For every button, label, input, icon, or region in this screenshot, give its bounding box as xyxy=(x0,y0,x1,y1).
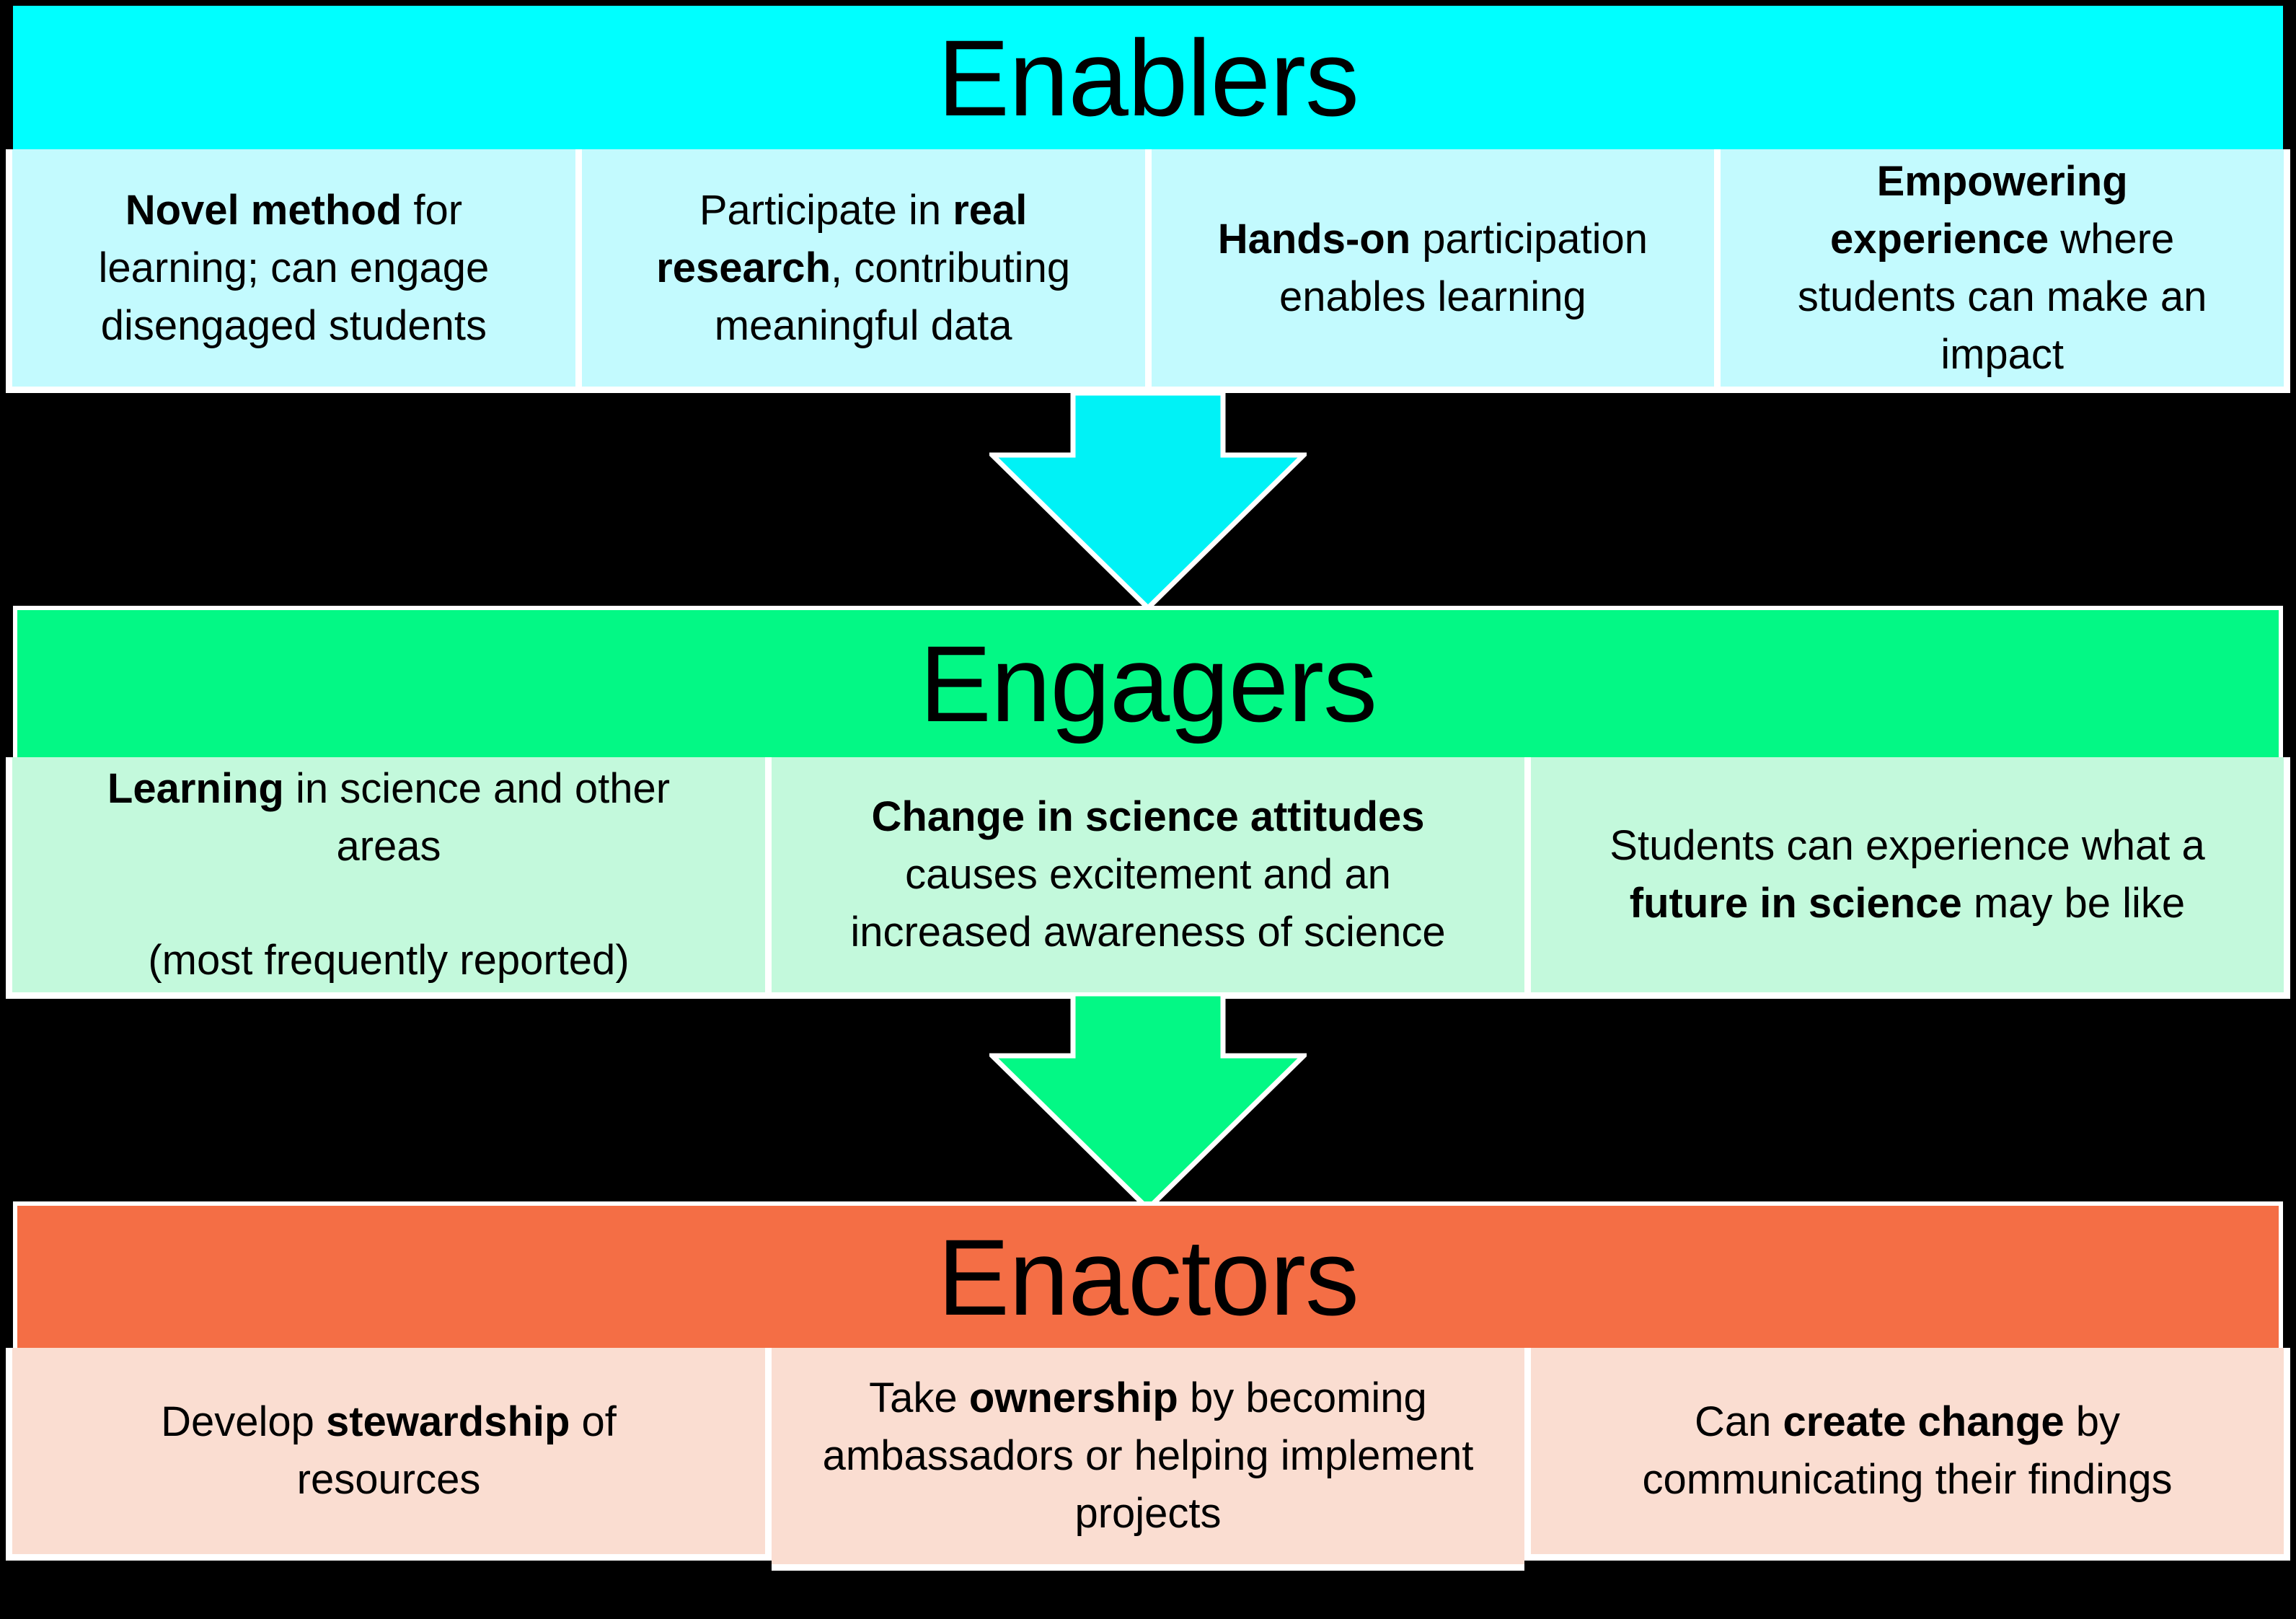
enactors-title: Enactors xyxy=(937,1216,1359,1338)
enablers-box-real-research: Participate in real research, contributi… xyxy=(581,149,1145,387)
engagers-box-attitudes: Change in science attitudes causes excit… xyxy=(772,757,1524,992)
engagers-title: Engagers xyxy=(919,623,1377,744)
enactors-header: Enactors xyxy=(13,1201,2283,1348)
engagers-box-future-text: Students can experience what a future in… xyxy=(1610,822,2205,927)
engagers-box-learning: Learning in science and other areas(most… xyxy=(12,757,765,992)
enablers-header: Enablers xyxy=(13,6,2283,149)
engagers-header: Engagers xyxy=(13,606,2283,757)
enablers-box-novel-method: Novel method for learning; can engage di… xyxy=(12,149,575,387)
enablers-box-real-research-text: Participate in real research, contributi… xyxy=(656,186,1071,349)
engagers-box-future: Students can experience what a future in… xyxy=(1531,757,2284,992)
enactors-box-create-change: Can create change by communicating their… xyxy=(1531,1348,2284,1554)
enablers-box-empowering: Empowering experience where students can… xyxy=(1721,149,2284,387)
engagers-box-attitudes-text: Change in science attitudes causes excit… xyxy=(850,793,1446,956)
enablers-box-hands-on-text: Hands-on participation enables learning xyxy=(1217,215,1648,320)
enactors-box-stewardship: Develop stewardship of resources xyxy=(12,1348,765,1554)
down-arrow-icon xyxy=(989,392,1307,612)
enactors-box-create-change-text: Can create change by communicating their… xyxy=(1642,1398,2173,1503)
enablers-box-empowering-text: Empowering experience where students can… xyxy=(1797,157,2207,378)
enablers-box-hands-on: Hands-on participation enables learning xyxy=(1151,149,1715,387)
enactors-box-ownership-text: Take ownership by becoming ambassadors o… xyxy=(822,1375,1474,1537)
enablers-title: Enablers xyxy=(937,17,1359,138)
enactors-box-stewardship-text: Develop stewardship of resources xyxy=(161,1398,617,1503)
enactors-box-row: Develop stewardship of resources Take ow… xyxy=(6,1348,2290,1571)
engagers-box-row: Learning in science and other areas(most… xyxy=(6,757,2290,999)
enactors-box-ownership: Take ownership by becoming ambassadors o… xyxy=(772,1348,1524,1571)
enablers-box-row: Novel method for learning; can engage di… xyxy=(6,149,2290,393)
down-arrow-icon xyxy=(989,992,1307,1212)
engagers-box-learning-text: Learning in science and other areas(most… xyxy=(107,765,671,984)
enablers-box-novel-method-text: Novel method for learning; can engage di… xyxy=(98,186,490,349)
